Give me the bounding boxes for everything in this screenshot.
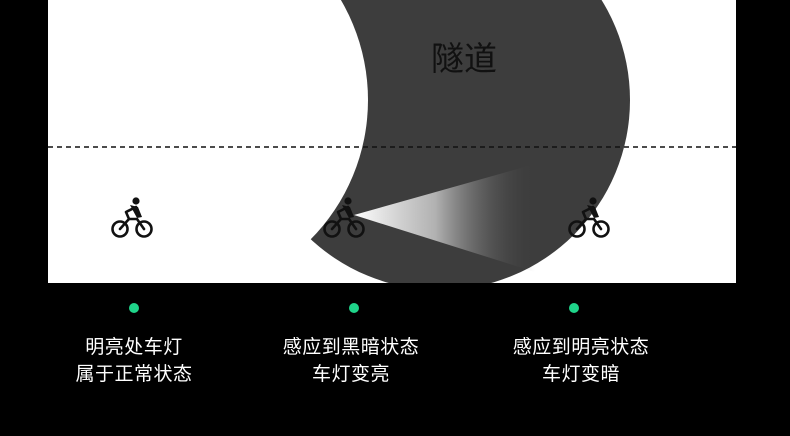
caption-bright: 感应到明亮状态 车灯变暗 <box>471 334 691 388</box>
cyclist-icon <box>111 197 153 238</box>
caption-line: 感应到明亮状态 <box>512 336 650 358</box>
cyclist-icon <box>568 197 610 238</box>
caption-line: 属于正常状态 <box>75 363 193 385</box>
caption-line: 车灯变亮 <box>311 363 390 385</box>
caption-line: 感应到黑暗状态 <box>282 336 420 358</box>
indicator-dot <box>569 303 579 313</box>
cyclist-icon <box>323 197 365 238</box>
caption-line: 车灯变暗 <box>541 363 620 385</box>
caption-dark: 感应到黑暗状态 车灯变亮 <box>241 334 461 388</box>
indicator-dot <box>129 303 139 313</box>
caption-normal: 明亮处车灯 属于正常状态 <box>24 334 244 388</box>
caption-line: 明亮处车灯 <box>85 336 183 358</box>
indicator-dot <box>349 303 359 313</box>
headlight-beam <box>354 164 535 272</box>
tunnel-label: 隧道 <box>431 39 497 78</box>
